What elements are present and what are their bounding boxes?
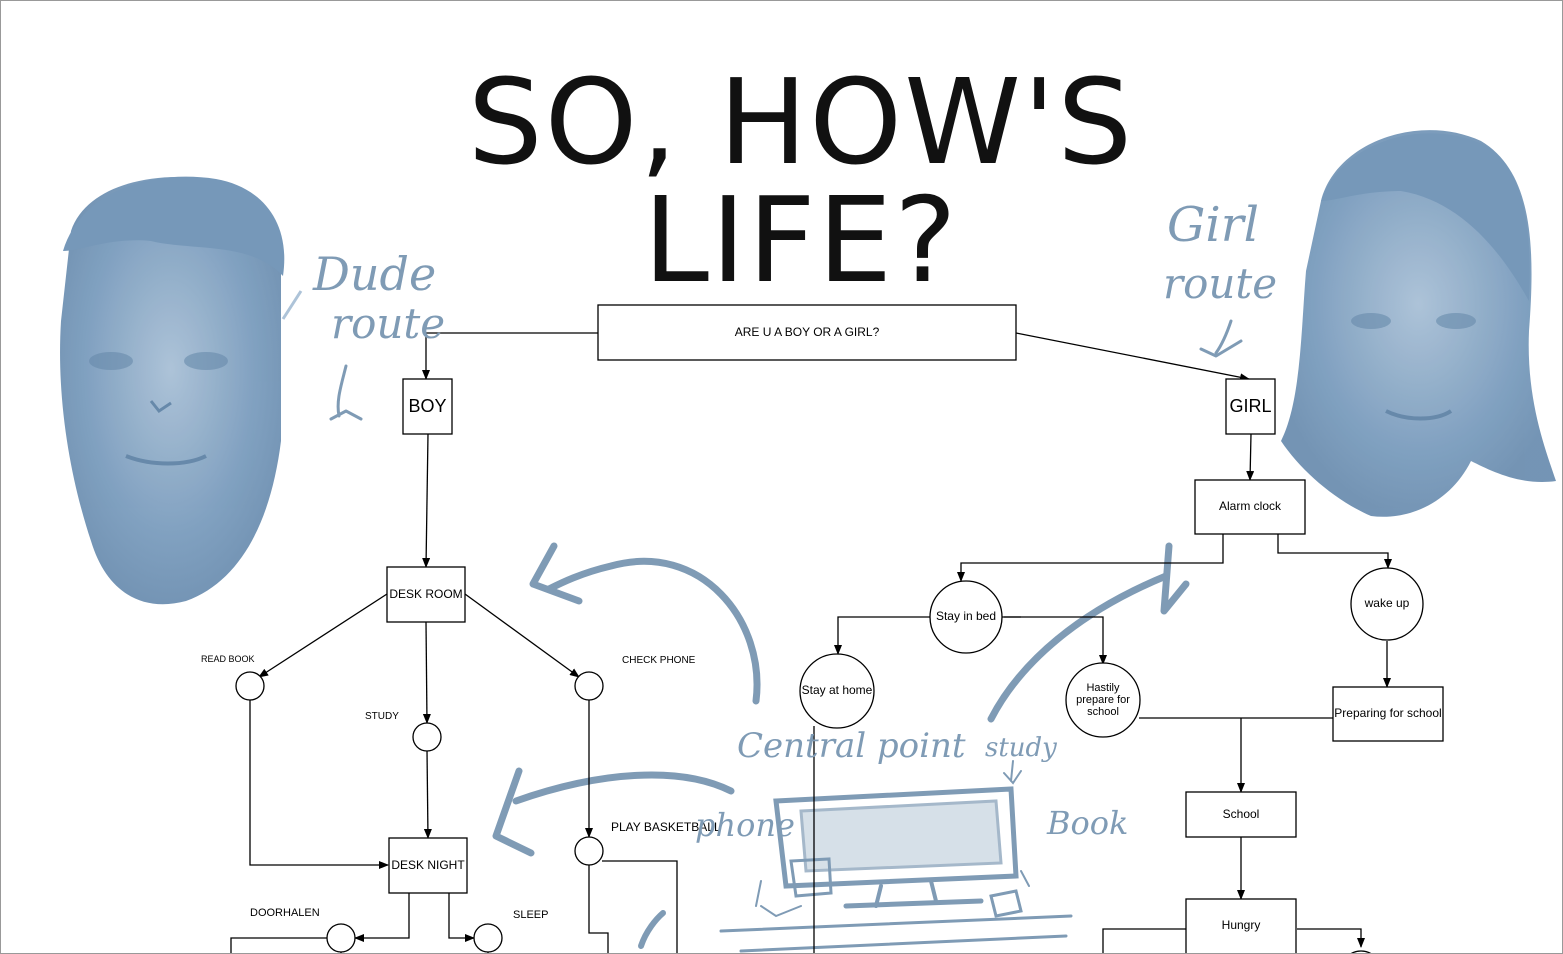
hungry-node[interactable]: Hungry	[1221, 918, 1261, 933]
boy-face-sketch	[60, 176, 303, 605]
doorhalen-label: DOORHALEN	[250, 907, 320, 919]
hastily-prepare-node[interactable]: Hastily prepare for school	[1076, 681, 1130, 719]
sketch-arrows	[329, 319, 1243, 857]
flow-connectors	[230, 332, 1392, 953]
play-basketball-label: PLAY BASKETBALL	[611, 820, 721, 834]
study-label: STUDY	[365, 711, 399, 722]
wake-up-node[interactable]: wake up	[1364, 596, 1410, 611]
dude-route-word2: route	[331, 299, 446, 348]
school-node[interactable]: School	[1222, 806, 1260, 821]
page-title: SO, HOW'S LIFE?	[467, 53, 1135, 309]
computer-desk-sketch	[638, 760, 1073, 953]
study-annotation: study	[985, 733, 1057, 763]
book-annotation: Book	[1047, 804, 1129, 842]
desk-room-node[interactable]: DESK ROOM	[389, 586, 463, 601]
girl-node[interactable]: GIRL	[1229, 395, 1272, 416]
stay-in-bed-node[interactable]: Stay in bed	[935, 609, 997, 624]
phone-annotation: phone	[695, 806, 795, 844]
read-book-label: READ BOOK	[201, 654, 255, 664]
sleep-label: SLEEP	[513, 909, 549, 921]
central-point-annotation: Central point	[737, 726, 966, 766]
desk-night-node[interactable]: DESK NIGHT	[391, 857, 465, 872]
alarm-clock-node[interactable]: Alarm clock	[1218, 499, 1281, 514]
girl-face-sketch	[1281, 130, 1556, 517]
preparing-for-school-node[interactable]: Preparing for school	[1334, 706, 1442, 721]
dude-route-word1: Dude	[313, 247, 437, 301]
stay-at-home-node[interactable]: Stay at home	[801, 683, 873, 698]
girl-route-word1: Girl	[1167, 197, 1259, 253]
boy-node[interactable]: BOY	[408, 395, 447, 416]
check-phone-label: CHECK PHONE	[622, 655, 696, 666]
flow-shapes	[235, 304, 1444, 953]
girl-route-word2: route	[1163, 259, 1278, 308]
question-node[interactable]: ARE U A BOY OR A GIRL?	[734, 324, 880, 339]
